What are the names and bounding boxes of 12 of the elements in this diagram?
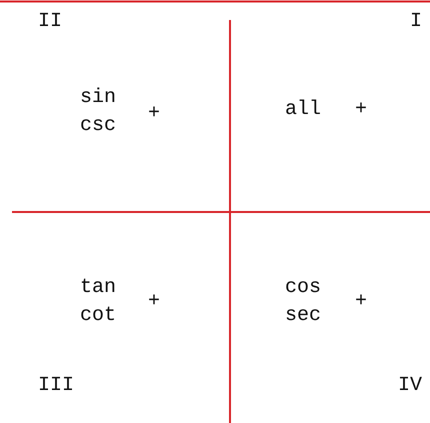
sign-mark: +: [355, 289, 368, 315]
function-name: all: [285, 97, 322, 123]
quadrant-numeral: III: [38, 373, 76, 399]
sign-mark: +: [148, 289, 162, 315]
function-name: sin csc: [80, 85, 118, 139]
quadrant-numeral: I: [410, 9, 424, 35]
quadrant-numeral: II: [38, 9, 64, 35]
quadrant-numeral: IV: [398, 373, 424, 399]
function-name: cos sec: [285, 275, 322, 329]
function-name: tan cot: [80, 275, 118, 329]
sign-mark: +: [148, 101, 162, 127]
sign-mark: +: [355, 97, 368, 123]
